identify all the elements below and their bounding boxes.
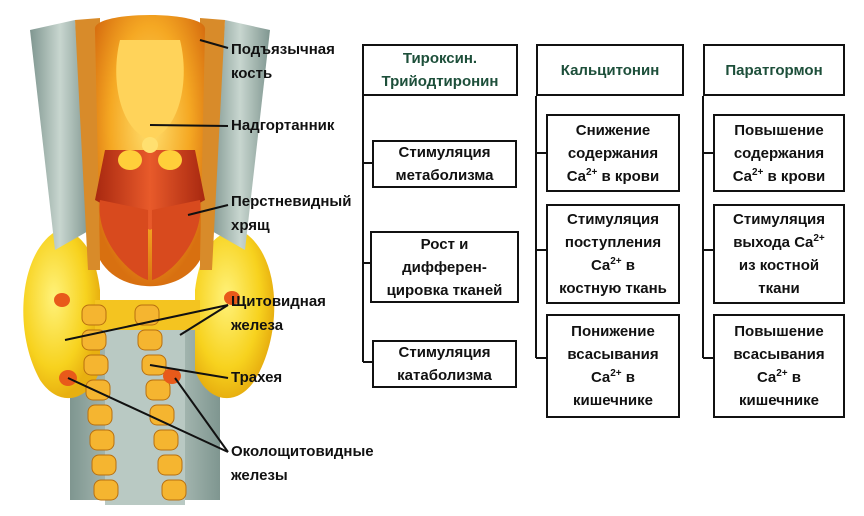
parathyroid-glands-shape: [54, 291, 240, 386]
header-parathormone: Паратгормон: [703, 44, 845, 96]
label-epiglottis: Надгортанник: [231, 117, 335, 134]
label-trachea: Трахея: [231, 369, 283, 386]
anatomy-illustration: [23, 15, 275, 505]
larynx-shape: [94, 15, 206, 287]
header-thyroxine: Тироксин.Трийодтиронин: [362, 44, 518, 96]
header-calcitonin: Кальцитонин: [536, 44, 684, 96]
pointer-lines: [64, 39, 229, 453]
neck-muscles-shape: [30, 18, 270, 270]
